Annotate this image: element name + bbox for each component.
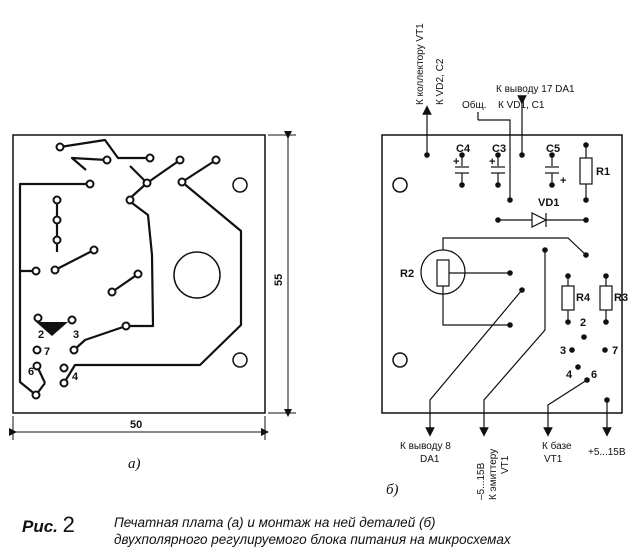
- dimension-width: 50: [130, 419, 142, 431]
- dimension-height: 55: [273, 274, 285, 286]
- label-c4: C4: [456, 143, 471, 155]
- label-emitter-voltage: –5...15В: [476, 462, 487, 500]
- label-common: Общ.: [462, 99, 487, 111]
- label-out8-line1: К выводу 8: [400, 441, 451, 452]
- caption-line-1: Печатная плата (а) и монтаж на ней детал…: [114, 515, 436, 530]
- caption-prefix: Рис.: [22, 517, 58, 536]
- label-vd1-c1: К VD1, C1: [498, 100, 545, 111]
- label-c5: C5: [546, 143, 560, 155]
- plus-c4: +: [453, 156, 459, 168]
- caption-title: Рис. 2: [22, 512, 75, 538]
- caption-number: 2: [62, 512, 75, 537]
- label-base-line1: К базе: [542, 440, 572, 452]
- plus-c3: +: [489, 156, 495, 168]
- label-emitter-vt1: VT1: [500, 455, 511, 474]
- caption-line-2: двухполярного регулируемого блока питани…: [114, 532, 511, 547]
- pcb-pin-3: 3: [73, 329, 79, 341]
- assembly-pin-4: 4: [566, 369, 573, 381]
- plus-c5: +: [560, 175, 566, 187]
- label-out17: К выводу 17 DA1: [496, 84, 575, 95]
- assembly-pin-6: 6: [591, 369, 597, 381]
- label-c3: C3: [492, 143, 506, 155]
- pcb-board: [12, 134, 266, 414]
- assembly-pin-2: 2: [580, 317, 586, 329]
- pcb-pin-2: 2: [38, 329, 44, 341]
- label-vd2-c2: К VD2, C2: [435, 58, 446, 105]
- label-plus15: +5...15В: [588, 447, 626, 458]
- pcb-pin-6: 6: [28, 366, 34, 378]
- pcb-pin-4: 4: [72, 371, 79, 383]
- label-r2: R2: [400, 268, 414, 280]
- assembly-board: [381, 95, 623, 437]
- label-r3: R3: [614, 292, 628, 304]
- caption-text: Печатная плата (а) и монтаж на ней детал…: [114, 514, 511, 548]
- label-vd1: VD1: [538, 197, 559, 209]
- assembly-pin-3: 3: [560, 345, 566, 357]
- label-collector: К коллектору VT1: [415, 23, 426, 105]
- sublabel-b: б): [386, 482, 399, 498]
- sublabel-a: а): [128, 456, 141, 472]
- label-base-line2: VT1: [544, 454, 563, 465]
- assembly-pin-7: 7: [612, 345, 618, 357]
- label-emitter: К эмиттеру: [488, 449, 499, 500]
- pcb-pin-7: 7: [44, 346, 50, 358]
- label-out8-line2: DA1: [420, 454, 440, 465]
- label-r1: R1: [596, 166, 610, 178]
- label-r4: R4: [576, 292, 591, 304]
